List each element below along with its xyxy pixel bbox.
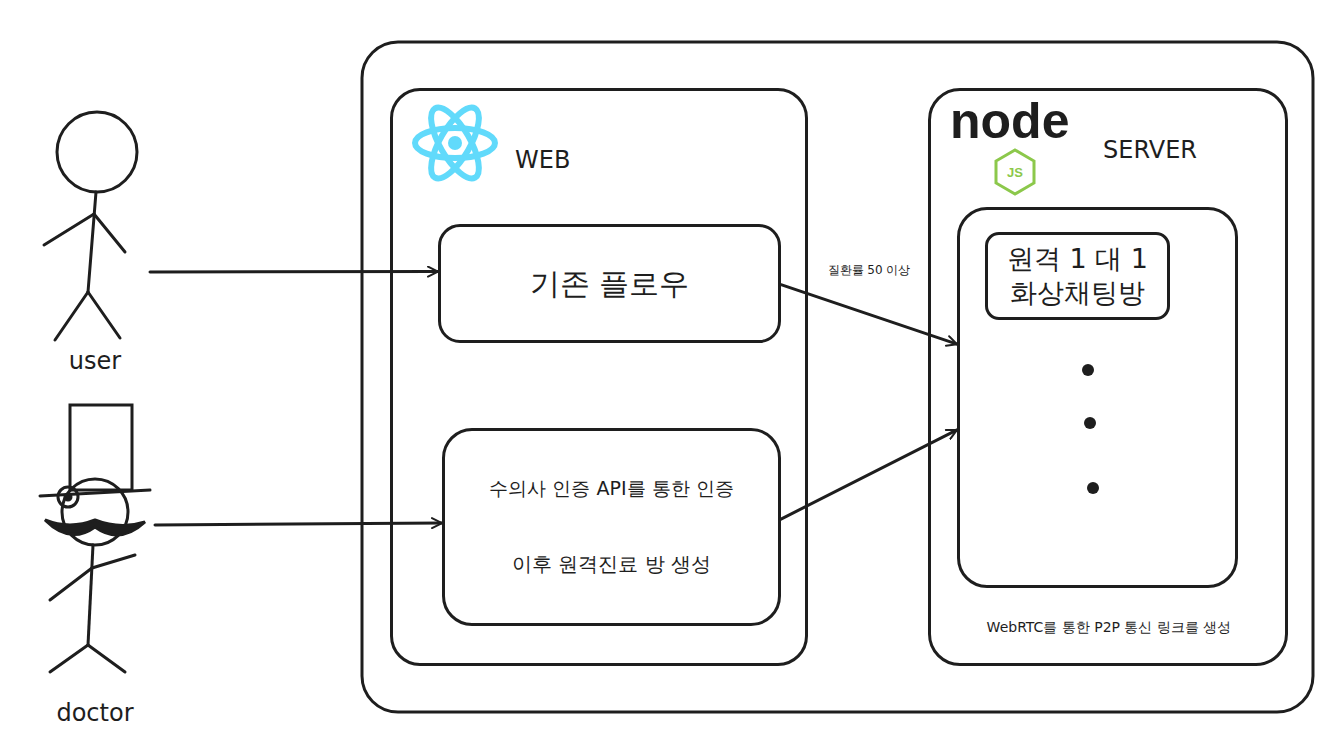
box-text: 원격 1 대 1 화상채팅방 [988,238,1167,314]
room-list: 원격 1 대 1 화상채팅방 [957,207,1238,588]
box-text: 기존 플로우 [518,261,702,307]
arrow-connector [155,523,442,525]
heading-text: doctor [35,698,155,728]
edge-label: 질환률 50 이상 [825,263,914,279]
user-figure [44,112,137,340]
actor: user [40,105,150,380]
box-text: 이후 원격진료 방 생성 [500,548,723,581]
web-group: WEB 기존 플로우수의사 인증 API를 통한 인증이후 원격진료 방 생성 [390,88,808,666]
actor: doctor [35,400,155,730]
ellipsis-dots [1082,364,1099,494]
note-text: WebRTC를 통한 P2P 통신 링크를 생성 [937,619,1281,637]
arrow-connector [150,270,438,273]
js-hexagon [996,150,1034,194]
chat-room-box: 원격 1 대 1 화상채팅방 [985,232,1170,320]
logo-badge: JS [1007,166,1023,179]
process-box: 수의사 인증 API를 통한 인증이후 원격진료 방 생성 [442,428,781,626]
heading-text: user [40,346,150,376]
process-box: 기존 플로우 [438,224,781,343]
box-text: 수의사 인증 API를 통한 인증 [477,473,745,505]
heading-text: WEB [515,145,570,175]
logo-text: node [950,96,1069,146]
outer-frame [362,42,1313,712]
react-logo [415,101,495,185]
doctor-figure [40,405,150,672]
server-group: SERVER WebRTC를 통한 P2P 통신 링크를 생성 원격 1 대 1 화… [928,88,1288,666]
heading-text: SERVER [1103,135,1197,165]
